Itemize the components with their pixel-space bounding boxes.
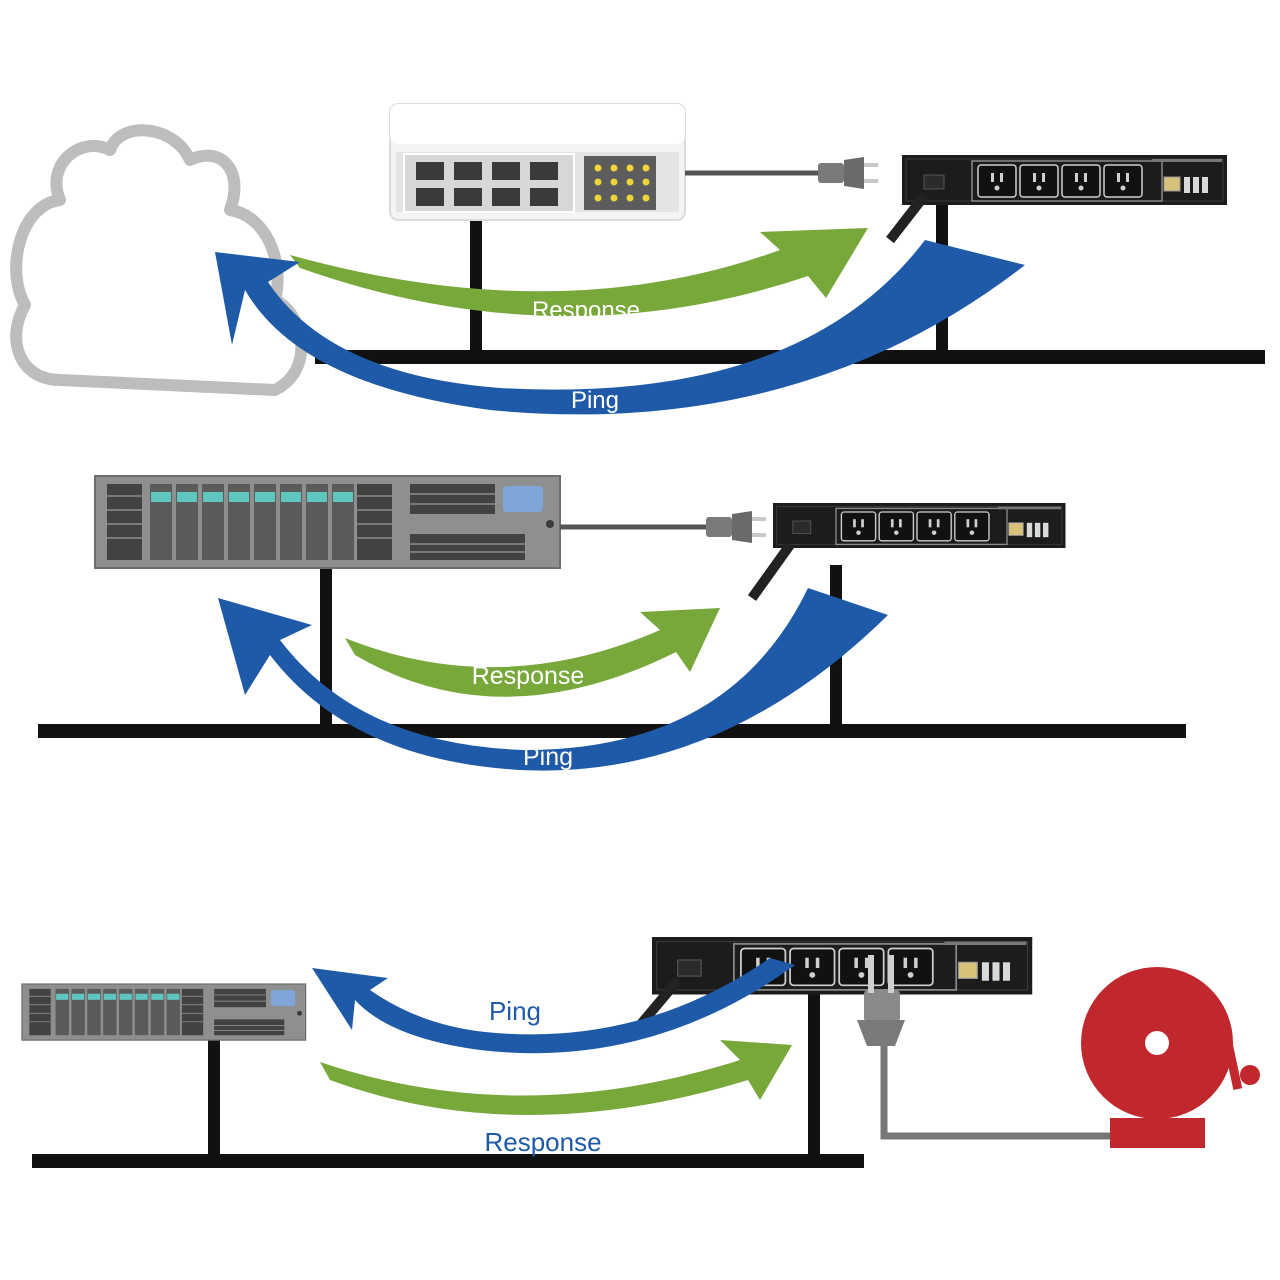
scene-2: Response Ping (38, 475, 1186, 771)
ping-arrow (312, 958, 795, 1054)
server-icon (94, 475, 561, 569)
pdu-icon (651, 936, 1034, 996)
server-icon (21, 983, 307, 1041)
network-switch-icon (389, 103, 686, 221)
response-arrow (290, 228, 868, 317)
response-arrow (345, 608, 720, 697)
response-label: Response (532, 297, 640, 324)
power-plug-icon (818, 157, 878, 189)
ping-arrow (215, 240, 1025, 415)
response-arrow (320, 1040, 792, 1115)
ping-label: Ping (571, 387, 619, 414)
scene-3: Ping Response (21, 936, 1260, 1168)
response-label: Response (472, 662, 585, 690)
power-plug-icon (706, 511, 766, 543)
alarm-bell-icon (1081, 967, 1260, 1148)
ping-label: Ping (523, 743, 573, 771)
pdu-icon (772, 502, 1067, 549)
scene-1: Response Ping (10, 103, 1265, 415)
pdu-icon (901, 154, 1228, 206)
ping-arrow (218, 588, 888, 771)
power-plug-icon (857, 955, 905, 1046)
response-label: Response (484, 1127, 601, 1157)
ping-label: Ping (489, 996, 541, 1026)
network-line (32, 990, 864, 1168)
